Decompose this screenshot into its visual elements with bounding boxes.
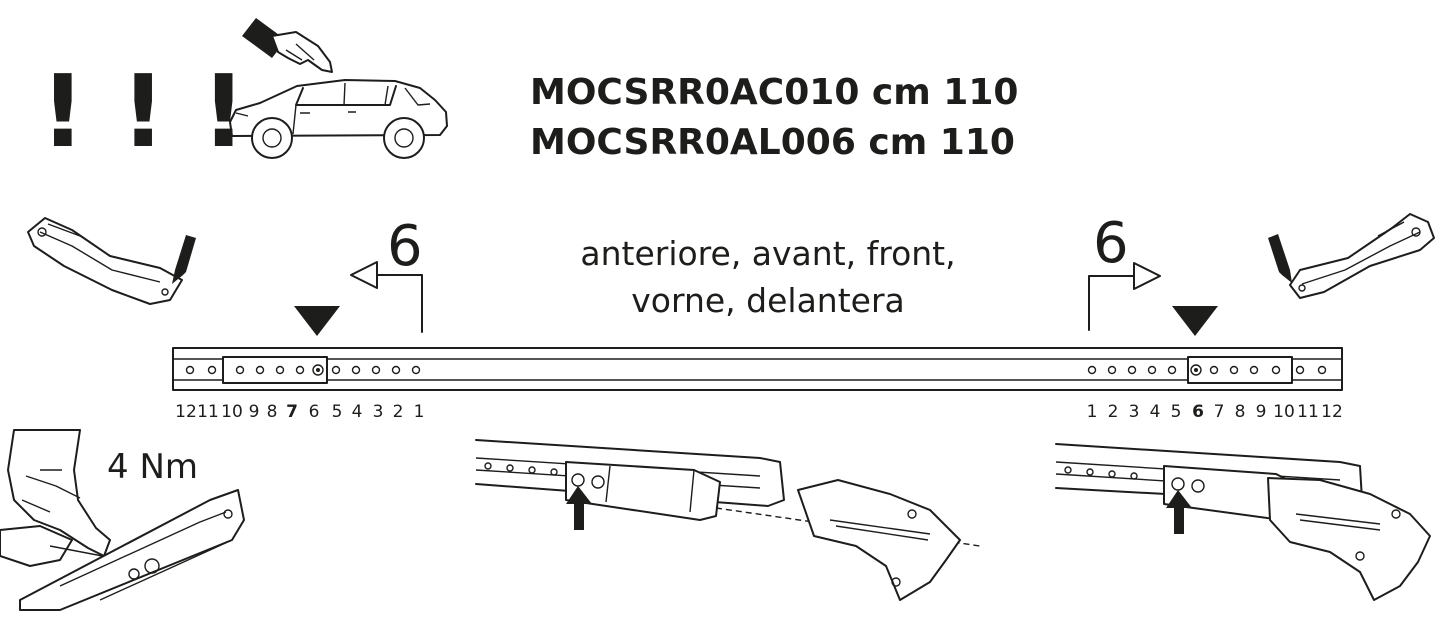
position-marker-right: 6 [1093, 211, 1129, 276]
rail-left-hole [235, 365, 245, 375]
rail-left-hole [391, 365, 401, 375]
rail-left-hole [185, 365, 195, 375]
rail-left-hole [312, 364, 324, 376]
scale-label: 12 [175, 402, 197, 422]
rail-right-hole [1295, 365, 1305, 375]
rail-right-hole [1167, 365, 1177, 375]
rail-left-hole [371, 365, 381, 375]
model-heading-1: MOCSRR0AC010 cm 110 [530, 72, 1018, 113]
front-label-line-1: anteriore, avant, front, [580, 234, 955, 273]
rail-left-hole [207, 365, 217, 375]
rail-left-hole [295, 365, 305, 375]
scale-label: 6 [309, 402, 320, 422]
pointing-hand-icon [242, 18, 333, 73]
rail-right-hole [1229, 365, 1239, 375]
model-heading-2: MOCSRR0AL006 cm 110 [530, 122, 1015, 163]
rail-right-hole [1147, 365, 1157, 375]
torque-value: 4 Nm [107, 447, 198, 487]
bracket-right [1187, 356, 1293, 384]
end-cap-detail-left [475, 439, 981, 601]
rail-right-hole [1107, 365, 1117, 375]
scale-label: 10 [1273, 402, 1295, 422]
scale-label: 7 [1214, 402, 1225, 422]
scale-label: 9 [249, 402, 260, 422]
scale-label: 1 [1087, 402, 1098, 422]
rail-right-hole [1087, 365, 1097, 375]
rail-right-hole [1317, 365, 1327, 375]
rail-left-hole [275, 365, 285, 375]
warning-exclamation: ! ! ! [40, 53, 246, 170]
foot-bracket-icon-left [27, 217, 196, 305]
rail-right-hole [1249, 365, 1259, 375]
scale-label: 8 [1235, 402, 1246, 422]
foot-bracket-icon-right [1268, 213, 1435, 299]
rail-left-hole [411, 365, 421, 375]
arrow-up-icon-left [566, 486, 592, 530]
rail-left-hole [255, 365, 265, 375]
front-label-line-2: vorne, delantera [631, 281, 905, 320]
wrench-hand-icon [0, 429, 245, 611]
scale-label: 8 [267, 402, 278, 422]
scale-label: 12 [1321, 402, 1343, 422]
scale-label: 5 [332, 402, 343, 422]
scale-label: 6 [1192, 402, 1204, 422]
scale-label: 1 [414, 402, 425, 422]
triangle-down-icon-right [1172, 306, 1218, 336]
scale-label: 7 [286, 402, 298, 422]
scale-label: 4 [352, 402, 363, 422]
rail-right-hole [1190, 364, 1202, 376]
rail-right-screw [1194, 368, 1198, 372]
rail-right-hole [1271, 365, 1281, 375]
scale-label: 11 [1297, 402, 1319, 422]
scale-label: 10 [221, 402, 243, 422]
rail-right-hole [1127, 365, 1137, 375]
scale-label: 3 [373, 402, 384, 422]
scale-label: 9 [1256, 402, 1267, 422]
rail-left-hole [351, 365, 361, 375]
triangle-down-icon-left [294, 306, 340, 336]
scale-label: 2 [1108, 402, 1119, 422]
arrow-up-icon-right [1166, 490, 1192, 534]
scale-label: 3 [1129, 402, 1140, 422]
arrow-left-icon [350, 261, 423, 333]
roof-bar-rail [172, 347, 1343, 391]
car-icon [229, 79, 448, 159]
bracket-left [222, 356, 328, 384]
rail-right-hole [1209, 365, 1219, 375]
scale-label: 2 [393, 402, 404, 422]
rail-left-screw [316, 368, 320, 372]
position-marker-left: 6 [387, 214, 423, 279]
scale-label: 5 [1171, 402, 1182, 422]
arrow-right-icon [1088, 262, 1161, 331]
end-cap-detail-right [1055, 443, 1431, 601]
scale-label: 4 [1150, 402, 1161, 422]
scale-label: 11 [197, 402, 219, 422]
rail-left-hole [331, 365, 341, 375]
